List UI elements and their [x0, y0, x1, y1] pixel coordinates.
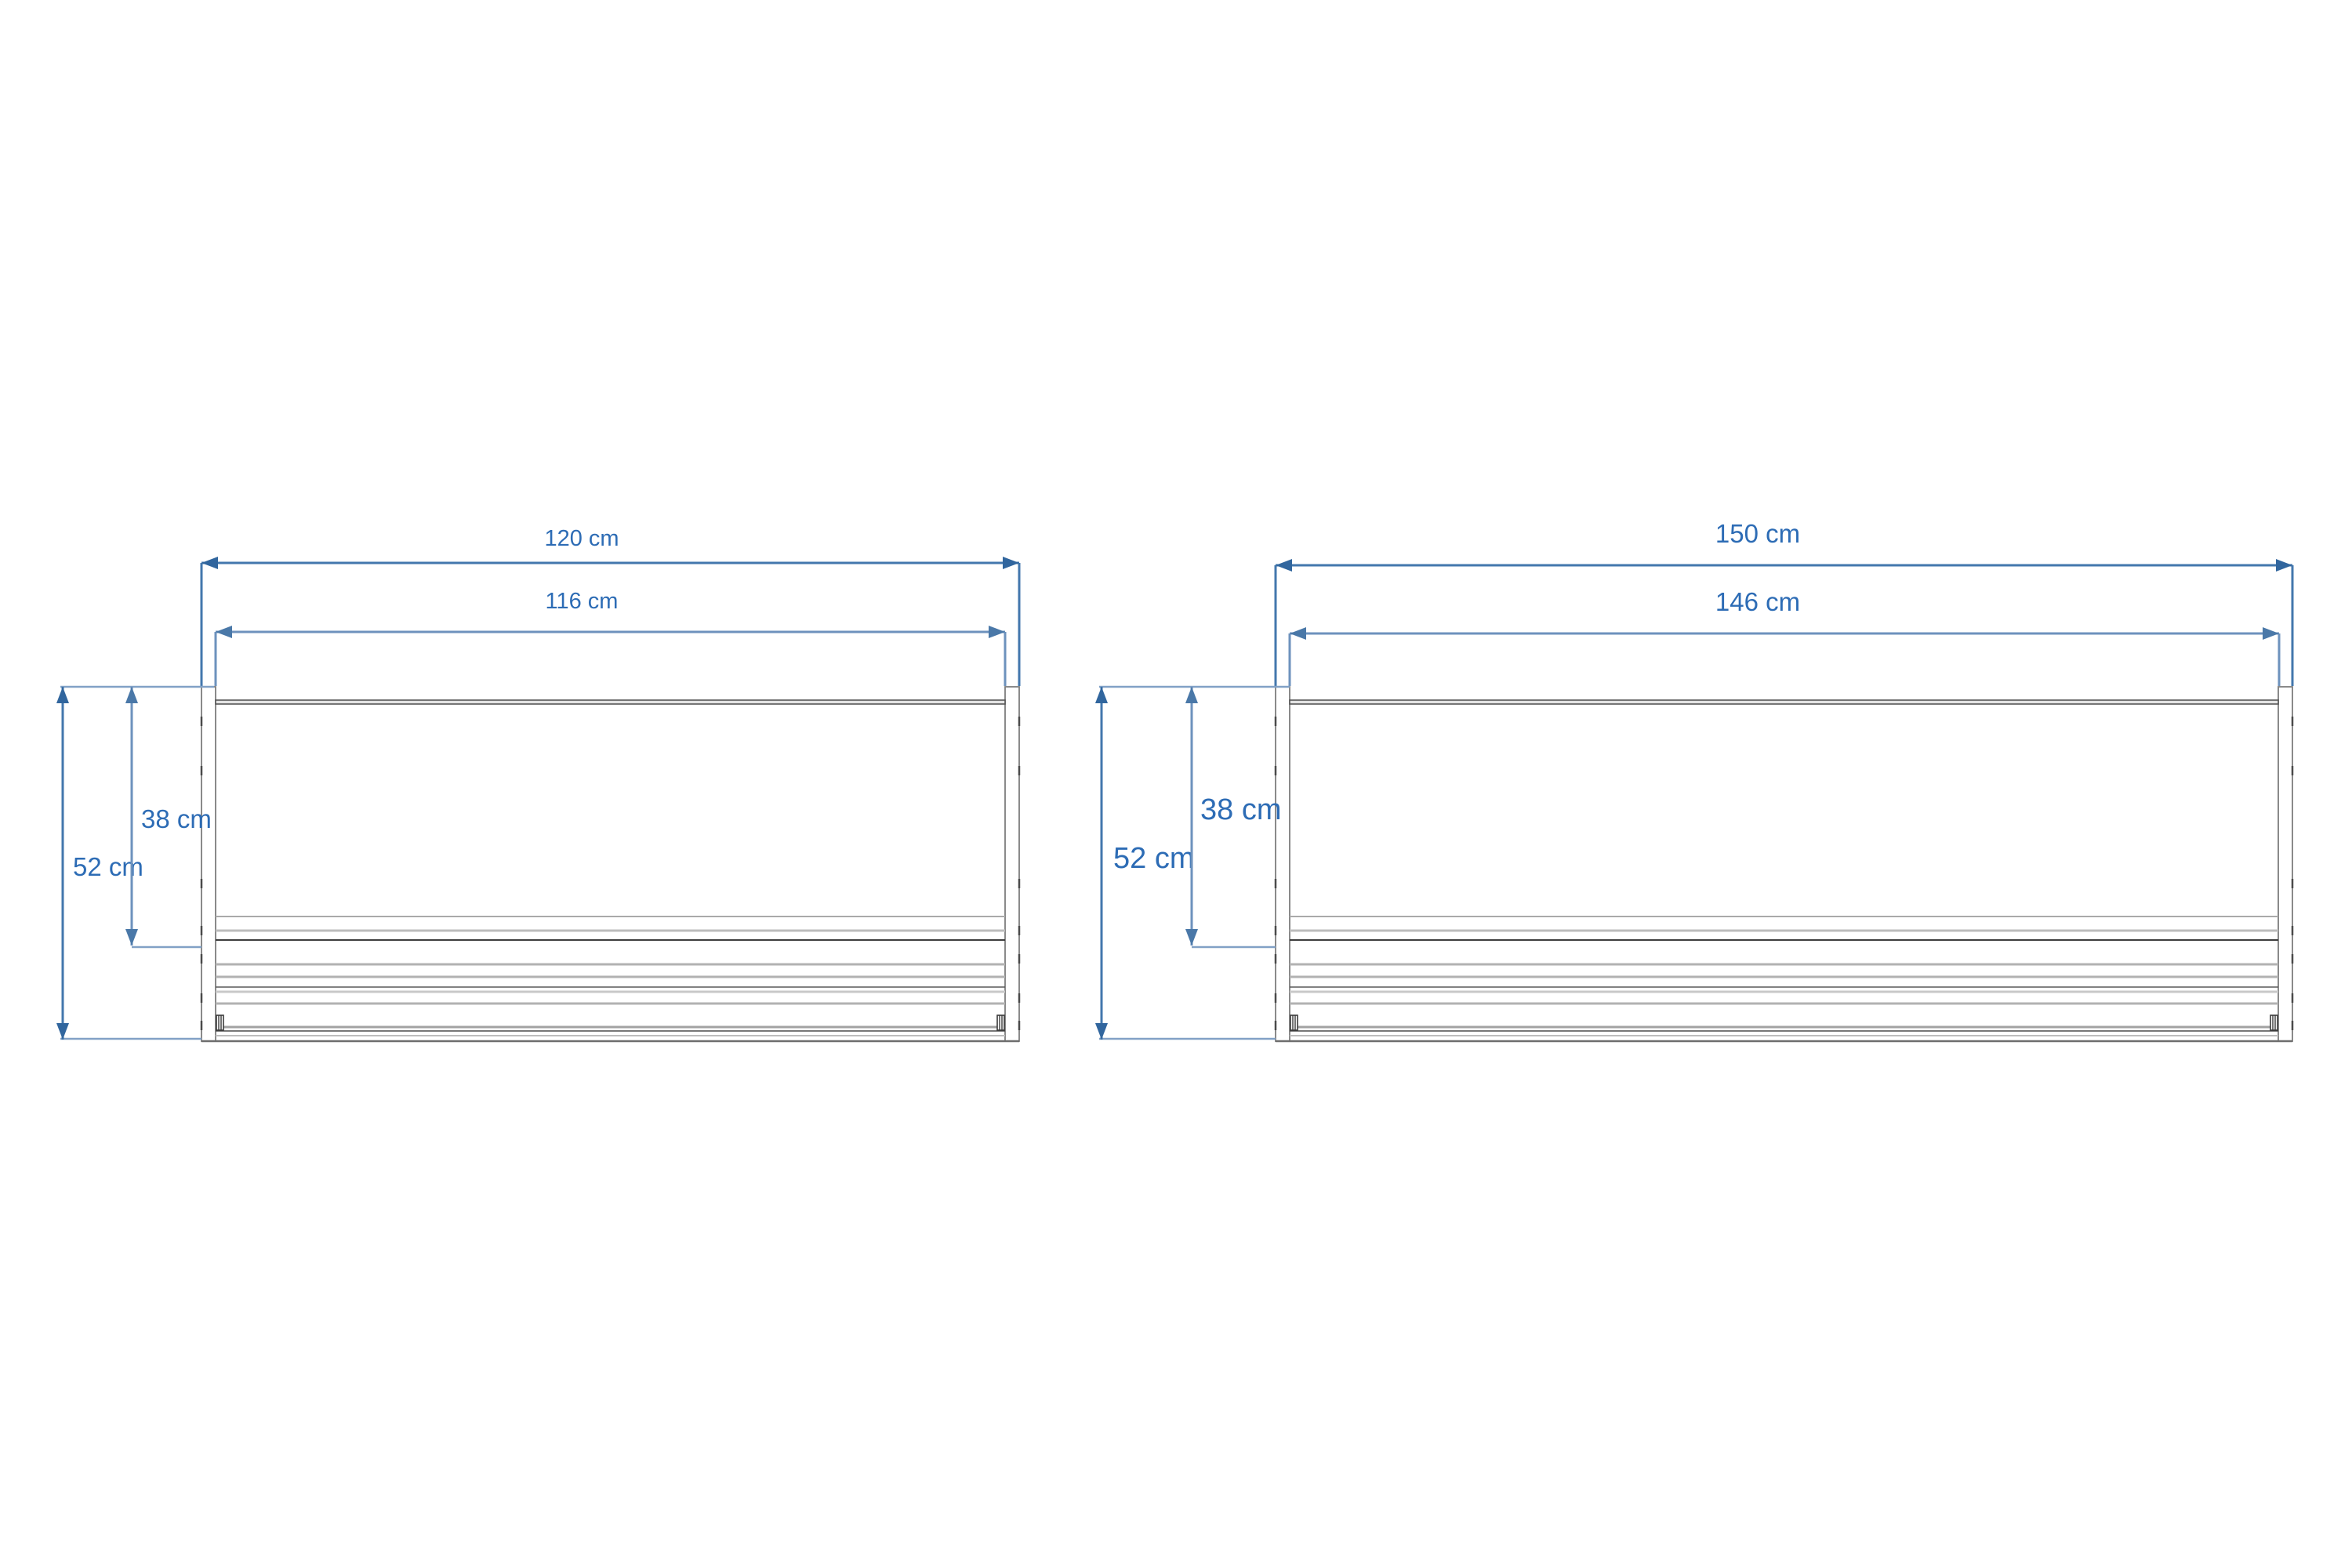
dim-label-overall-height: 52 cm [1113, 842, 1194, 875]
arrow-up-icon [56, 687, 69, 703]
dim-inner-height: 38 cm [125, 687, 212, 949]
frame-left-bracket [1290, 1014, 1298, 1031]
arrow-right-icon [1003, 557, 1019, 569]
arrow-right-icon [2276, 559, 2292, 572]
bed-frame-right [1274, 686, 2294, 1043]
dim-inner-width: 116 cm [214, 589, 1007, 686]
arrow-down-icon [1095, 1023, 1108, 1040]
bed-frame-left [200, 686, 1021, 1043]
dim-label-overall-width: 120 cm [544, 526, 619, 551]
frame-right-post [2278, 686, 2293, 1042]
arrow-down-icon [125, 929, 138, 946]
arrow-up-icon [1095, 687, 1108, 703]
arrow-right-icon [989, 626, 1005, 638]
frame-top-rail [1289, 699, 2279, 705]
dim-inner-width: 146 cm [1288, 587, 2281, 686]
dim-overall-width: 150 cm [1274, 519, 2294, 686]
frame-left-post [201, 686, 216, 1042]
arrow-down-icon [56, 1023, 69, 1040]
arrow-up-icon [125, 687, 138, 703]
dim-label-overall-width: 150 cm [1715, 519, 1800, 548]
dim-label-inner-width: 116 cm [546, 589, 619, 614]
frame-right-bracket [2270, 1014, 2278, 1031]
frame-left-post [1275, 686, 1290, 1042]
dim-inner-height: 38 cm [1185, 687, 1281, 949]
frame-right-bracket [996, 1014, 1005, 1031]
slats-right [1274, 717, 2294, 1036]
arrow-left-icon [201, 557, 218, 569]
slats-left [200, 717, 1021, 1036]
arrow-right-icon [2263, 627, 2279, 640]
frame-top-rail [215, 699, 1006, 705]
arrow-down-icon [1185, 929, 1198, 946]
diagram-left: 120 cm 116 cm 52 cm 38 cm [56, 526, 1021, 1043]
frame-right-post [1004, 686, 1020, 1042]
dim-label-inner-width: 146 cm [1715, 587, 1800, 616]
arrow-left-icon [1290, 627, 1306, 640]
diagram-right: 150 cm 146 cm 52 cm 38 cm [1095, 519, 2294, 1043]
dim-overall-width: 120 cm [200, 526, 1021, 686]
frame-left-bracket [216, 1014, 224, 1031]
dim-overall-height: 52 cm [56, 685, 214, 1040]
dim-overall-height: 52 cm [1095, 685, 1290, 1040]
arrow-up-icon [1185, 687, 1198, 703]
arrow-left-icon [1276, 559, 1292, 572]
arrow-left-icon [216, 626, 232, 638]
dim-label-inner-height: 38 cm [141, 804, 212, 833]
dim-label-inner-height: 38 cm [1200, 793, 1281, 826]
